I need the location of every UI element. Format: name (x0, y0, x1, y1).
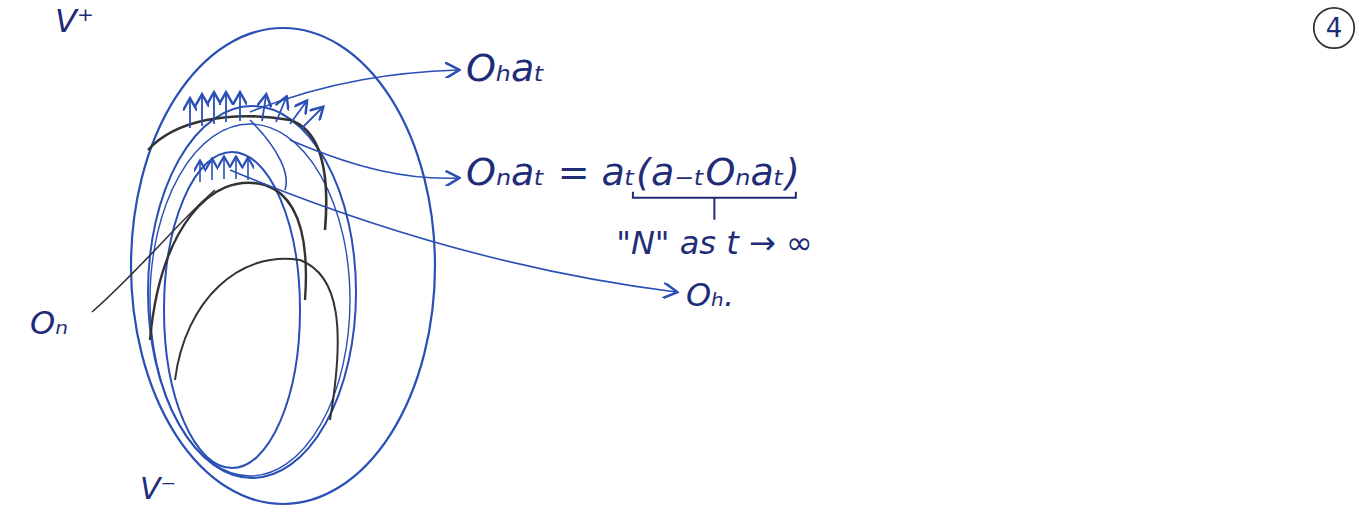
page-number-circle: 4 (1312, 6, 1356, 50)
orbit-label: Oₙ (30, 306, 68, 341)
space-label: V⁻ (140, 472, 176, 505)
space-label: V⁺ (55, 4, 94, 39)
conjugation-equation: Oₙaₜ = aₜ(a₋ₜOₙaₜ) (466, 152, 800, 194)
orbit-label: Oₕaₜ (466, 48, 546, 90)
brace-bracket (633, 192, 796, 220)
orbit-label: Oₕ. (686, 278, 734, 313)
page-number: 4 (1326, 15, 1343, 41)
limit-note: "N" as t → ∞ (616, 226, 812, 261)
